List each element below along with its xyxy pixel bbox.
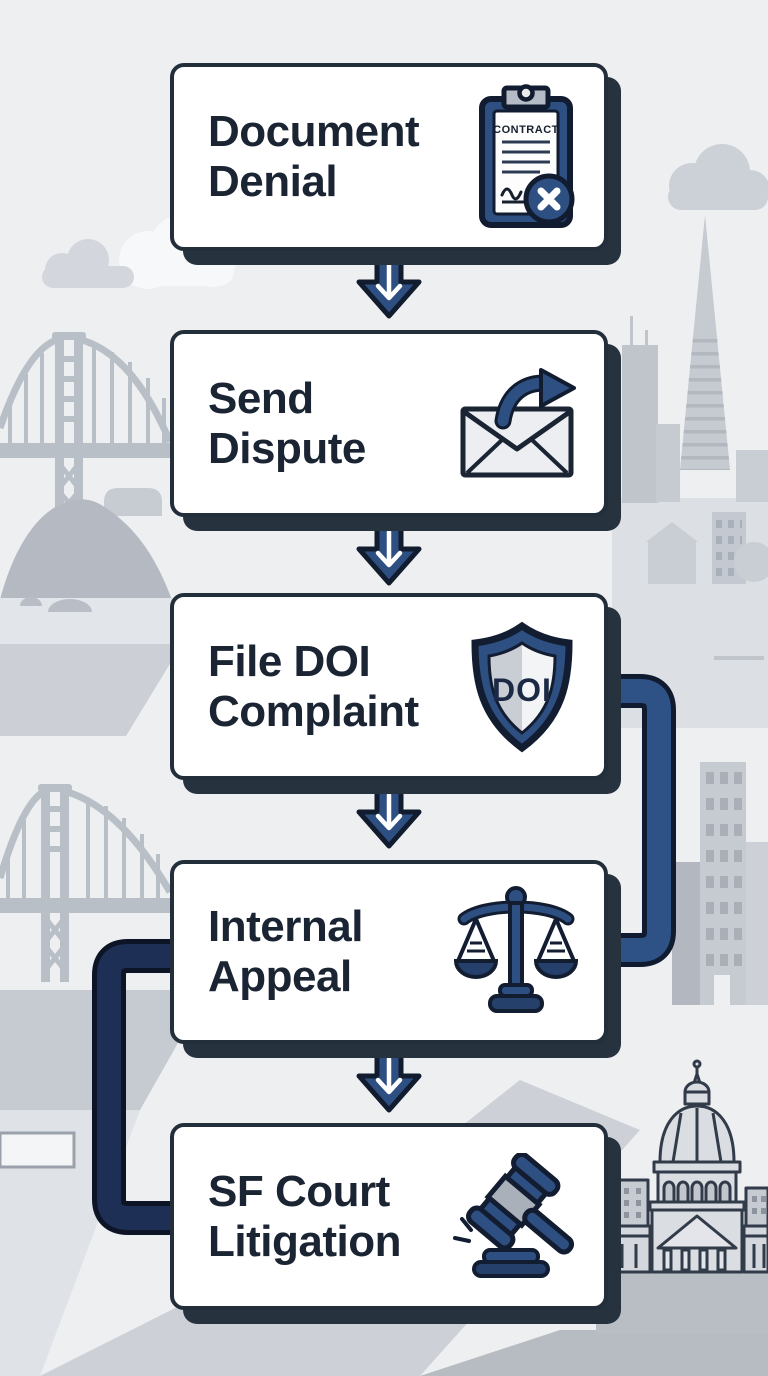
step-label: Send Dispute bbox=[208, 373, 366, 473]
pipe-right-doi-to-appeal bbox=[604, 674, 676, 967]
step-label: SF Court Litigation bbox=[208, 1166, 401, 1266]
send-envelope-icon bbox=[456, 367, 578, 481]
step-label: Document Denial bbox=[208, 107, 420, 206]
step-label: Internal Appeal bbox=[208, 902, 363, 1001]
sf-city-hall bbox=[594, 1059, 768, 1334]
doi-shield-icon: DOI bbox=[466, 621, 578, 753]
golden-gate-bridge-lower bbox=[0, 784, 174, 982]
transamerica-pyramid-skyline bbox=[612, 215, 768, 728]
step-file-doi-complaint: File DOI Complaint DOI bbox=[170, 593, 608, 780]
skyscraper bbox=[672, 762, 768, 1005]
down-arrow-2 bbox=[356, 519, 422, 586]
down-arrow-1 bbox=[356, 252, 422, 319]
down-arrow-4 bbox=[356, 1046, 422, 1113]
gavel-icon bbox=[450, 1152, 578, 1281]
scales-of-justice-icon bbox=[454, 885, 578, 1019]
step-sf-court-litigation: SF Court Litigation bbox=[170, 1123, 608, 1310]
down-arrow-3 bbox=[356, 782, 422, 849]
step-send-dispute: Send Dispute bbox=[170, 330, 608, 517]
step-internal-appeal: Internal Appeal bbox=[170, 860, 608, 1044]
contract-denied-icon: CONTRACT bbox=[474, 83, 578, 231]
svg-text:CONTRACT: CONTRACT bbox=[493, 124, 559, 136]
step-label: File DOI Complaint bbox=[208, 636, 419, 736]
pipe-left-appeal-to-court bbox=[92, 939, 174, 1235]
golden-gate-bridge-upper bbox=[0, 332, 174, 518]
cloud-right bbox=[668, 144, 768, 210]
hills bbox=[0, 488, 190, 736]
step-document-denial: Document Denial CONTRACT bbox=[170, 63, 608, 251]
svg-text:DOI: DOI bbox=[492, 672, 552, 708]
